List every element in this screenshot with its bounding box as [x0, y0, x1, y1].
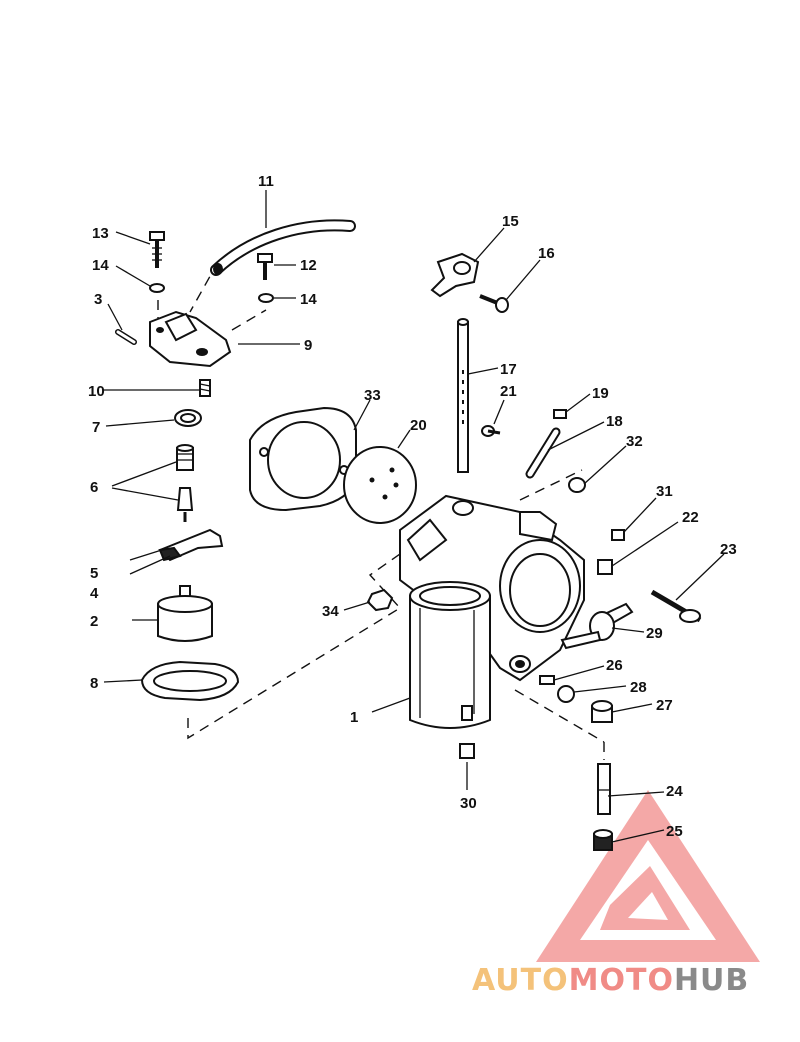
callout-4: 4	[90, 585, 99, 602]
watermark-logo-icon	[536, 790, 760, 962]
callout-6: 6	[90, 479, 98, 496]
callout-26: 26	[606, 657, 623, 674]
watermark-auto: AUTO	[472, 963, 569, 998]
callout-17: 17	[500, 361, 517, 378]
part-6-needle-seat	[176, 444, 194, 522]
callout-3: 3	[94, 291, 102, 308]
callout-32: 32	[626, 433, 643, 450]
part-14-washer-right	[258, 293, 274, 303]
callout-13: 13	[92, 225, 109, 242]
callout-labels: 1 2 3 4 5 6 7 8 9 10 11 12 13 14 14 15 1…	[88, 173, 737, 840]
part-7-ring	[174, 409, 202, 427]
part-34-nut	[366, 588, 394, 612]
part-25-cap	[593, 829, 613, 851]
leader-lines	[103, 190, 725, 843]
callout-25: 25	[666, 823, 683, 840]
callout-18: 18	[606, 413, 623, 430]
callout-31: 31	[656, 483, 673, 500]
callout-8: 8	[90, 675, 98, 692]
callout-24: 24	[666, 783, 683, 800]
part-31-spring	[611, 529, 625, 541]
watermark-text: AUTOMOTOHUB	[472, 963, 749, 998]
watermark-hub: HUB	[674, 963, 749, 998]
part-26-screw	[539, 675, 555, 685]
part-14-washer-left	[149, 283, 165, 293]
watermark-moto: MOTO	[569, 963, 674, 998]
callout-28: 28	[630, 679, 647, 696]
callout-34: 34	[322, 603, 339, 620]
part-2-float	[157, 585, 213, 642]
callout-22: 22	[682, 509, 699, 526]
callout-11: 11	[258, 173, 274, 190]
callout-20: 20	[410, 417, 427, 434]
part-3-pin	[115, 329, 137, 345]
part-4-5-float-arm	[158, 528, 224, 562]
part-27-plug	[591, 700, 613, 723]
callout-19: 19	[592, 385, 609, 402]
part-1-carburetor-body	[399, 494, 585, 729]
part-17-shaft	[457, 318, 469, 473]
part-18-pin	[525, 427, 561, 479]
part-11-hose	[210, 219, 356, 276]
callout-30: 30	[460, 795, 477, 812]
part-12-screw	[257, 253, 273, 280]
callout-14a: 14	[92, 257, 109, 274]
part-8-gasket	[140, 660, 240, 702]
part-22-spring	[597, 559, 613, 575]
callout-5: 5	[90, 565, 98, 582]
part-13-bolt	[149, 231, 165, 268]
callout-23: 23	[720, 541, 737, 558]
part-30-jet	[459, 743, 475, 759]
callout-7: 7	[92, 419, 100, 436]
part-28-washer	[557, 685, 575, 703]
part-29-choke-lever	[560, 602, 634, 650]
callout-33: 33	[364, 387, 381, 404]
callout-2: 2	[90, 613, 98, 630]
callout-15: 15	[502, 213, 519, 230]
callout-27: 27	[656, 697, 673, 714]
callout-1: 1	[350, 709, 358, 726]
part-20-disc	[343, 446, 417, 524]
part-33-flange-gasket	[249, 406, 357, 512]
callout-21: 21	[500, 383, 517, 400]
part-21-screw	[481, 425, 501, 437]
part-10-spring	[199, 379, 211, 397]
callout-29: 29	[646, 625, 663, 642]
callout-16: 16	[538, 245, 555, 262]
part-32-plug	[568, 477, 586, 493]
callout-14b: 14	[300, 291, 317, 308]
part-9-fuel-inlet-cover	[149, 310, 232, 368]
callout-12: 12	[300, 257, 317, 274]
part-24-jet-tube	[597, 763, 611, 815]
callout-9: 9	[304, 337, 312, 354]
part-15-lever	[430, 252, 480, 298]
callout-10: 10	[88, 383, 105, 400]
part-19-spring	[553, 409, 567, 419]
part-16-screw	[479, 294, 509, 313]
part-23-mixture-screw	[650, 589, 702, 623]
